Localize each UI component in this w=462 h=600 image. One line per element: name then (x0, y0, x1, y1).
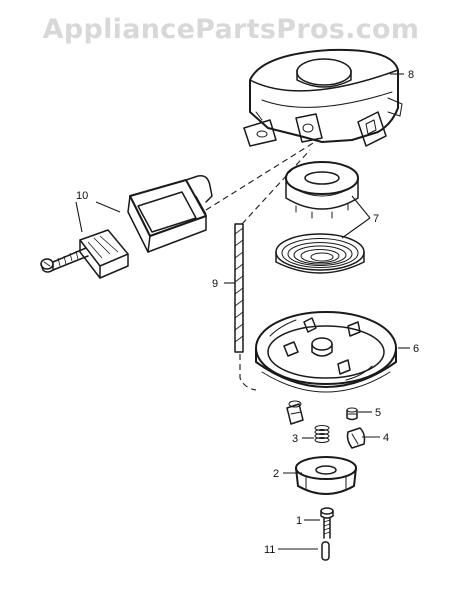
pawl-pivot-cup (286, 400, 304, 425)
callout-9: 9 (212, 278, 218, 290)
rope-pulley (255, 311, 397, 393)
callout-2: 2 (273, 468, 279, 480)
spring-cover (285, 161, 359, 219)
site-watermark: AppliancePartsPros.com (42, 14, 420, 45)
starter-handle (127, 174, 213, 253)
recoil-spring (275, 233, 365, 274)
callout-5: 5 (375, 407, 381, 419)
callout-1: 1 (296, 515, 302, 527)
callout-3: 3 (292, 433, 298, 445)
pawl-retainer (295, 456, 357, 495)
rope-path-line (205, 139, 319, 391)
callout-11: 11 (264, 544, 275, 556)
leader-lines (75, 73, 410, 550)
callout-6: 6 (413, 343, 419, 355)
pawl-spring (346, 407, 358, 421)
callout-7: 7 (373, 213, 379, 225)
handle-screw (40, 247, 89, 273)
small-spring (314, 425, 330, 443)
pawl (346, 427, 366, 449)
pin (321, 541, 330, 561)
starter-housing (243, 48, 403, 147)
callout-labels: 8 7 9 6 10 5 4 3 2 1 11 (76, 69, 419, 556)
center-screw (320, 507, 334, 539)
callout-8: 8 (408, 69, 414, 81)
callout-10: 10 (76, 190, 88, 202)
callout-4: 4 (383, 432, 389, 444)
handle-insert (79, 229, 129, 279)
starter-rope (234, 223, 244, 353)
